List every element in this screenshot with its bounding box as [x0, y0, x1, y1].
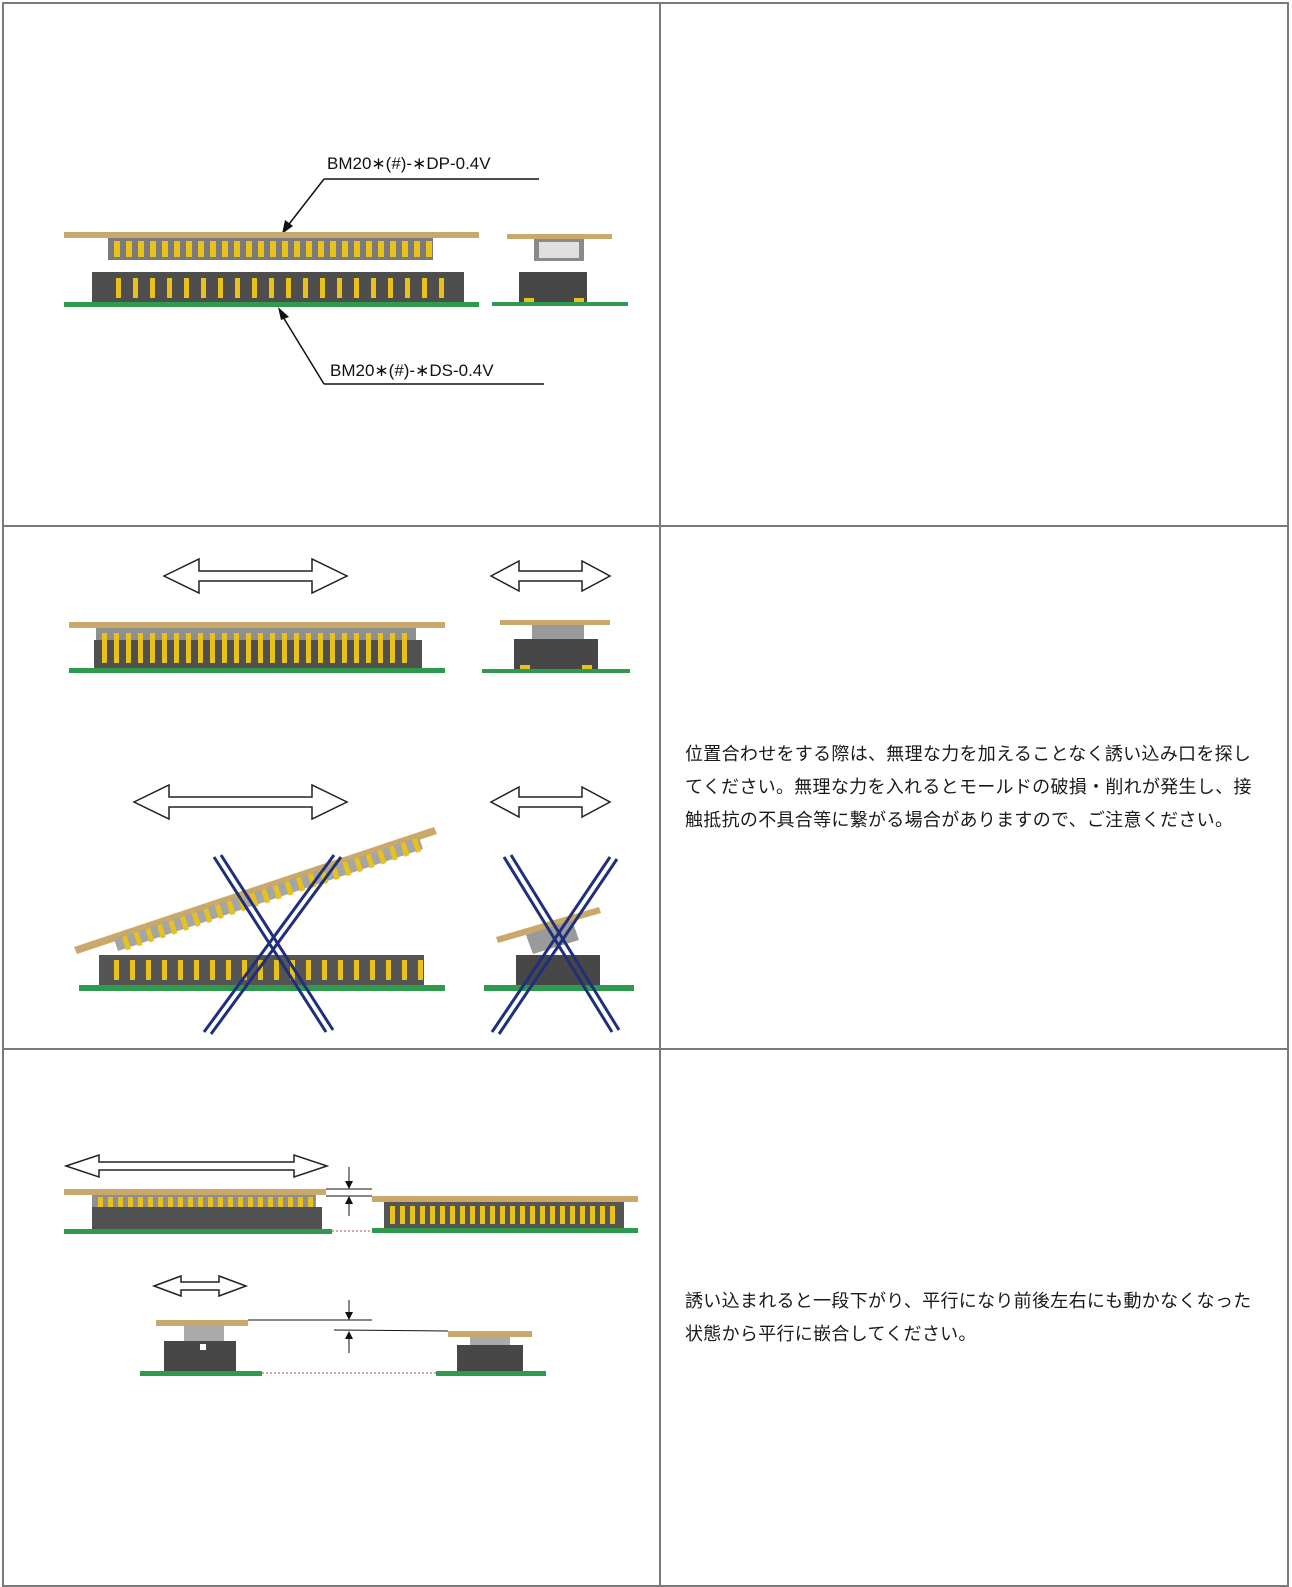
description-text: 誘い込まれると一段下がり、平行になり前後左右にも動かなくなった状態から平行に嵌合…: [685, 1290, 1252, 1345]
description-cell: 誘い込まれると一段下がり、平行になり前後左右にも動かなくなった状態から平行に嵌合…: [659, 1048, 1289, 1587]
double-arrow-icon: [162, 557, 349, 595]
receptacle-part-label: BM20∗(#)-∗DS-0.4V: [330, 361, 494, 380]
alignment-figure: [69, 557, 634, 1035]
figure-cell: BM20∗(#)-∗DP-0.4V: [2, 2, 661, 527]
double-arrow-icon: [489, 785, 612, 819]
plug-part-label: BM20∗(#)-∗DP-0.4V: [327, 154, 491, 173]
table-row: BM20∗(#)-∗DP-0.4V: [2, 2, 1289, 527]
figure-cell: [2, 525, 661, 1050]
figure-cell: [2, 1048, 661, 1587]
double-arrow-icon: [63, 1153, 330, 1179]
arrow-up-icon: [345, 1196, 353, 1204]
description-cell: [659, 2, 1289, 527]
arrow-up-icon: [345, 1331, 353, 1339]
description-text: 位置合わせをする際は、無理な力を加えることなく誘い込み口を探してください。無理な…: [685, 744, 1252, 831]
arrow-down-icon: [345, 1312, 353, 1320]
double-arrow-icon: [151, 1274, 249, 1298]
prohibited-cross-icon: [202, 854, 343, 1035]
arrow-icon: [278, 307, 289, 320]
table-row: 位置合わせをする際は、無理な力を加えることなく誘い込み口を探してください。無理な…: [2, 525, 1289, 1050]
prohibited-cross-icon: [490, 854, 621, 1035]
table-row: 誘い込まれると一段下がり、平行になり前後左右にも動かなくなった状態から平行に嵌合…: [2, 1048, 1289, 1587]
arrow-down-icon: [345, 1181, 353, 1189]
double-arrow-icon: [489, 559, 612, 593]
arrow-icon: [282, 220, 293, 234]
double-arrow-icon: [132, 783, 349, 821]
guided-mating-figure: [63, 1153, 638, 1376]
connector-overview-figure: BM20∗(#)-∗DP-0.4V: [64, 154, 628, 385]
description-cell: 位置合わせをする際は、無理な力を加えることなく誘い込み口を探してください。無理な…: [659, 525, 1289, 1050]
